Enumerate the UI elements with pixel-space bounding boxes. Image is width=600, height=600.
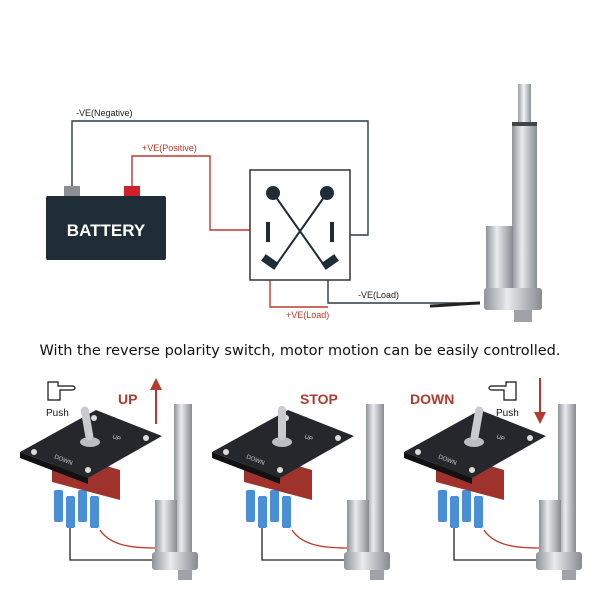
positive-load-wire bbox=[269, 270, 328, 308]
push-hand-icon: Push bbox=[46, 381, 76, 419]
panel-positive-wire bbox=[99, 529, 156, 549]
mounting-plate-edge bbox=[404, 452, 472, 484]
toggle-lever bbox=[278, 406, 286, 440]
caption: With the reverse polarity switch, motor … bbox=[39, 343, 561, 359]
terminal-connector bbox=[270, 490, 279, 522]
actuator-mount bbox=[178, 570, 192, 580]
actuator-motor bbox=[347, 500, 369, 560]
plate-up-label: UP bbox=[111, 434, 121, 443]
terminal-connector bbox=[438, 490, 447, 522]
terminal-connector bbox=[450, 496, 459, 528]
terminal-connector bbox=[462, 490, 471, 522]
up-arrow-head bbox=[150, 378, 162, 390]
terminal-connector bbox=[246, 490, 255, 522]
state-label: STOP bbox=[300, 391, 338, 407]
battery-label: BATTERY bbox=[67, 221, 146, 240]
negative-wire bbox=[71, 120, 369, 236]
positive-wire bbox=[131, 155, 268, 231]
plate-up-label: UP bbox=[303, 434, 313, 443]
terminal-connector bbox=[78, 490, 87, 522]
terminal-connector bbox=[54, 490, 63, 522]
mounting-hole bbox=[415, 449, 421, 455]
mounting-hole bbox=[469, 467, 475, 473]
terminal-connector bbox=[474, 496, 483, 528]
mounting-hole bbox=[335, 435, 341, 441]
panel-positive-wire bbox=[291, 529, 348, 549]
positive-load-label: +VE(Load) bbox=[286, 310, 329, 320]
mounting-hole bbox=[527, 435, 533, 441]
switch-schematic bbox=[249, 169, 351, 281]
actuator-motor bbox=[155, 500, 177, 560]
actuator-tube bbox=[558, 404, 576, 554]
mounting-hole bbox=[143, 435, 149, 441]
mounting-plate-edge bbox=[212, 452, 280, 484]
mounting-hole bbox=[91, 415, 97, 421]
battery: BATTERY bbox=[46, 186, 166, 260]
actuator-mount bbox=[562, 570, 576, 580]
toggle-nut bbox=[464, 437, 484, 447]
actuator-motor bbox=[539, 500, 561, 560]
push-label: Push bbox=[496, 408, 519, 419]
toggle-lever bbox=[470, 406, 484, 441]
linear-actuator-top bbox=[429, 84, 542, 322]
terminal-connector bbox=[66, 496, 75, 528]
plate-up-label: UP bbox=[495, 434, 505, 443]
push-label: Push bbox=[46, 408, 69, 419]
toggle-lever bbox=[80, 406, 94, 441]
mounting-hole bbox=[85, 467, 91, 473]
mounting-hole bbox=[277, 467, 283, 473]
negative-load-wire bbox=[327, 270, 480, 304]
mounting-hole bbox=[223, 449, 229, 455]
actuator-gearbox bbox=[536, 552, 582, 570]
down-arrow-head bbox=[534, 412, 546, 424]
negative-load-label: -VE(Load) bbox=[358, 290, 399, 300]
terminal-connector bbox=[90, 496, 99, 528]
toggle-nut bbox=[272, 437, 292, 447]
terminal-connector bbox=[258, 496, 267, 528]
actuator-gearbox bbox=[152, 552, 198, 570]
actuator-tube bbox=[174, 404, 192, 554]
state-label: UP bbox=[118, 391, 137, 407]
actuator-gearbox bbox=[344, 552, 390, 570]
actuator-tube bbox=[366, 404, 384, 554]
actuator-mount bbox=[370, 570, 384, 580]
push-hand-icon: Push bbox=[488, 381, 519, 419]
toggle-nut bbox=[80, 437, 100, 447]
state-label: DOWN bbox=[410, 391, 454, 407]
panel-positive-wire bbox=[483, 529, 540, 549]
mounting-hole bbox=[31, 449, 37, 455]
positive-label: +VE(Positive) bbox=[142, 143, 197, 153]
negative-label: -VE(Negative) bbox=[76, 108, 133, 118]
mounting-plate-edge bbox=[20, 452, 88, 484]
terminal-connector bbox=[282, 496, 291, 528]
